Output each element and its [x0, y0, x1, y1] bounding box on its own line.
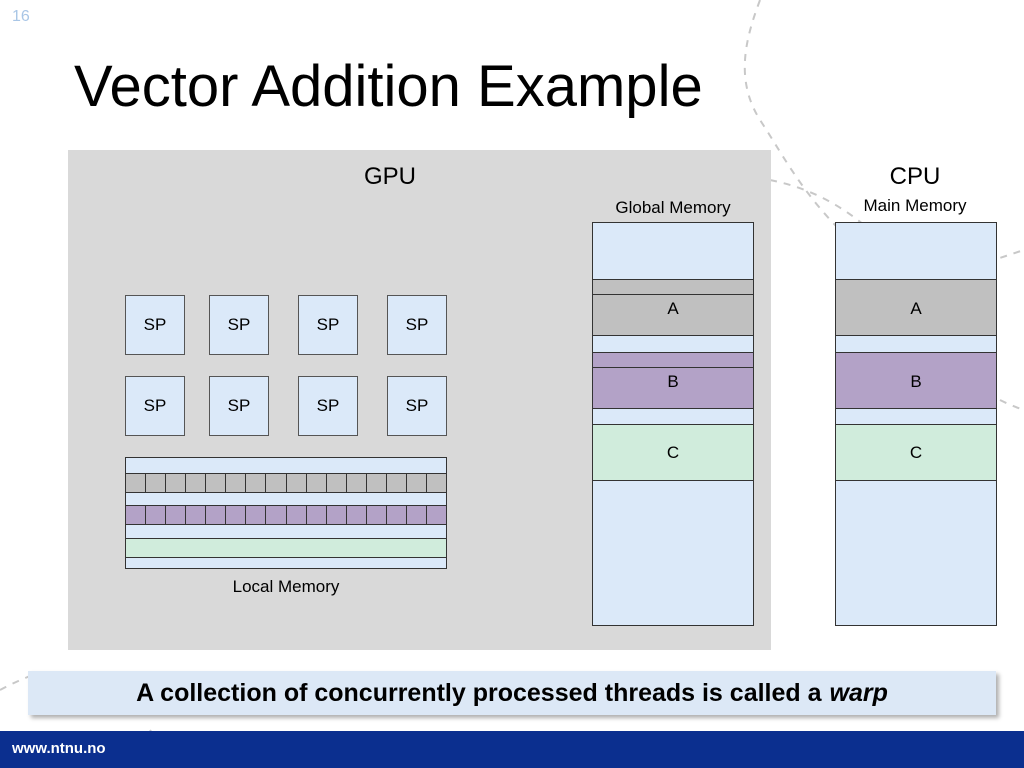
callout-text: A collection of concurrently processed t… [136, 678, 822, 707]
local-memory-cell [225, 505, 247, 525]
local-memory-cell [285, 473, 307, 493]
local-memory-cell [345, 473, 367, 493]
block-label: B [667, 372, 679, 391]
block-label: B [910, 372, 922, 391]
local-memory-label: Local Memory [232, 577, 340, 596]
local-memory-cell [145, 473, 167, 493]
local-memory-cell [405, 505, 427, 525]
cpu-label: CPU [889, 163, 941, 190]
block-label: C [666, 443, 680, 462]
local-memory-cell [205, 505, 227, 525]
local-memory-cell [305, 473, 327, 493]
local-memory-cell [345, 505, 367, 525]
local-memory-row-a [125, 473, 447, 493]
local-memory-cell [365, 505, 387, 525]
local-memory-cell [265, 505, 287, 525]
sp-unit: SP [209, 295, 269, 355]
local-memory-cell [185, 505, 207, 525]
local-memory [125, 457, 447, 569]
slide-title: Vector Addition Example [74, 54, 703, 119]
local-memory-row-b [125, 505, 447, 525]
block-label: A [667, 299, 679, 318]
local-memory-cell [385, 473, 407, 493]
callout-emphasis: warp [829, 678, 888, 707]
global-memory-block-c: C [592, 424, 754, 481]
main-memory: A B C [835, 222, 997, 626]
global-memory-block-a: A [592, 279, 754, 336]
local-memory-row-c [125, 538, 447, 558]
footer-url[interactable]: www.ntnu.no [12, 740, 106, 757]
local-memory-cell [325, 473, 347, 493]
main-memory-label: Main Memory [863, 196, 967, 215]
local-memory-cell [125, 505, 147, 525]
local-memory-cell [205, 473, 227, 493]
local-memory-cell [125, 473, 147, 493]
local-memory-cell [285, 505, 307, 525]
local-memory-cell [245, 473, 267, 493]
global-memory: A B C [592, 222, 754, 626]
footer-bar [0, 731, 1024, 768]
local-memory-cell [305, 505, 327, 525]
sp-unit: SP [387, 376, 447, 436]
global-memory-label: Global Memory [615, 198, 731, 217]
sp-unit: SP [125, 295, 185, 355]
divider [592, 294, 754, 295]
sp-unit: SP [125, 376, 185, 436]
main-memory-block-b: B [835, 352, 997, 409]
local-memory-cell [365, 473, 387, 493]
local-memory-cell [165, 505, 187, 525]
sp-unit: SP [387, 295, 447, 355]
local-memory-cell [145, 505, 167, 525]
local-memory-cell [325, 505, 347, 525]
local-memory-cell [165, 473, 187, 493]
local-memory-cell [425, 505, 447, 525]
local-memory-cell [425, 473, 447, 493]
block-label: C [909, 443, 923, 462]
local-memory-cell [245, 505, 267, 525]
slide-number: 16 [12, 8, 30, 25]
local-memory-cell [385, 505, 407, 525]
gpu-label: GPU [363, 163, 416, 190]
main-memory-block-a: A [835, 279, 997, 336]
main-memory-block-c: C [835, 424, 997, 481]
global-memory-block-b: B [592, 352, 754, 409]
local-memory-cell [185, 473, 207, 493]
divider [592, 367, 754, 368]
local-memory-cell [265, 473, 287, 493]
sp-unit: SP [298, 295, 358, 355]
local-memory-cell [405, 473, 427, 493]
callout-note: A collection of concurrently processed t… [28, 671, 996, 715]
sp-unit: SP [209, 376, 269, 436]
local-memory-cell [225, 473, 247, 493]
sp-unit: SP [298, 376, 358, 436]
block-label: A [910, 299, 922, 318]
